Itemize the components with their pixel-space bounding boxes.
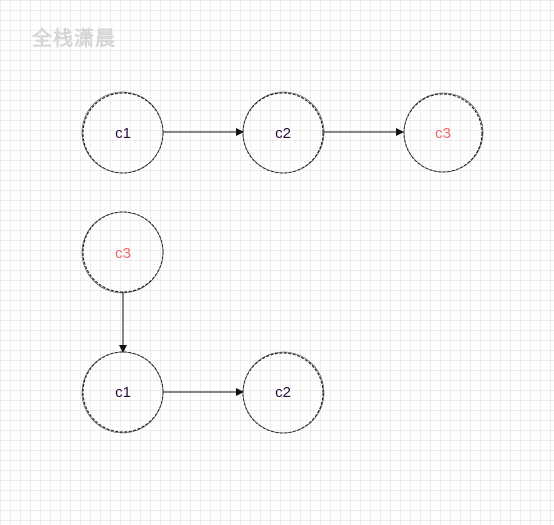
node-label: c2	[275, 125, 291, 142]
node-label: c1	[115, 125, 131, 142]
node-label: c3	[435, 125, 451, 142]
node-row1-c1[interactable]: c1	[81, 91, 164, 174]
node-label: c1	[115, 384, 131, 401]
node-row2-c3[interactable]: c3	[81, 211, 164, 294]
node-label: c2	[275, 384, 291, 401]
node-row1-c3[interactable]: c3	[403, 92, 484, 173]
node-label: c3	[115, 245, 131, 262]
node-row2-c1[interactable]: c1	[81, 351, 164, 434]
node-row1-c2[interactable]: c2	[242, 91, 325, 174]
node-row2-c2[interactable]: c2	[242, 351, 325, 434]
watermark: 全栈潇晨	[32, 26, 116, 50]
